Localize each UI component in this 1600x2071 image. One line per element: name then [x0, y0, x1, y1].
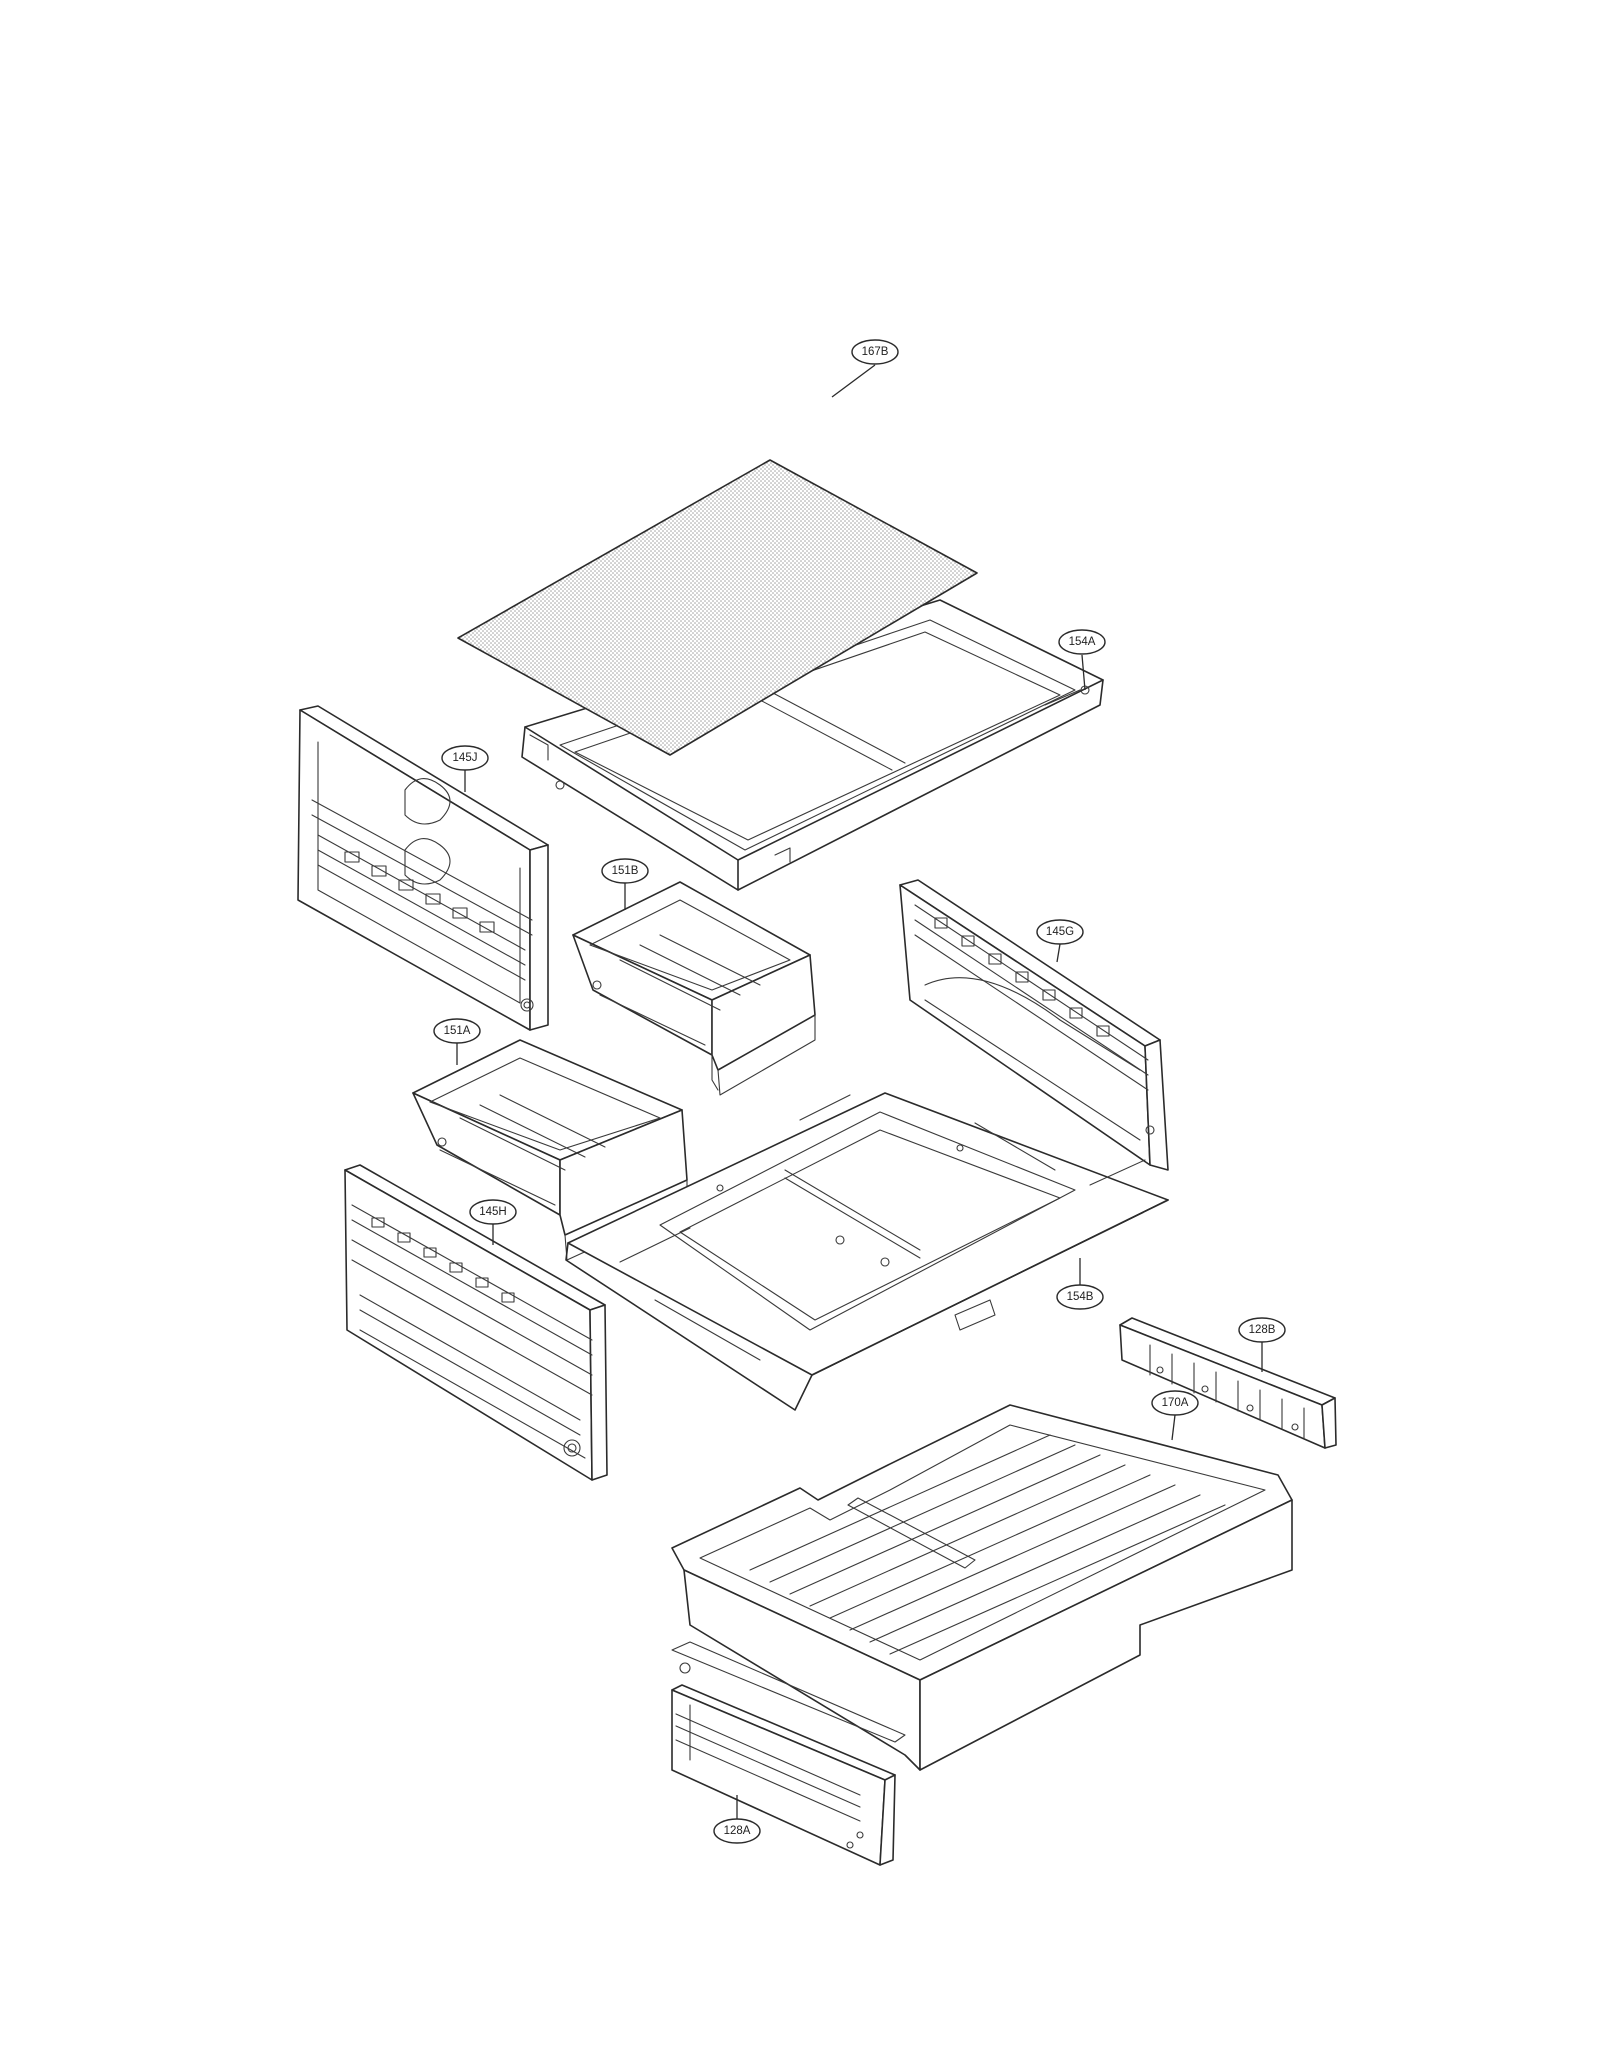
callout-128a: 128A — [713, 1795, 761, 1844]
label-145j: 145J — [453, 752, 478, 764]
callout-170a: 170A — [1151, 1390, 1199, 1441]
label-128b: 128B — [1249, 1324, 1276, 1336]
callout-154a: 154A — [1058, 629, 1106, 691]
label-151a: 151A — [444, 1025, 471, 1037]
cover-145h — [344, 1164, 608, 1481]
callout-151b: 151B — [601, 858, 649, 910]
callout-128b: 128B — [1238, 1317, 1286, 1372]
bin-151b — [572, 881, 816, 1096]
rail-128a — [671, 1641, 906, 1866]
cover-145j — [297, 705, 549, 1031]
rail-128b — [1119, 1317, 1337, 1449]
label-167b: 167B — [862, 346, 889, 358]
tray-170a — [671, 1404, 1293, 1771]
callout-154b: 154B — [1056, 1258, 1104, 1310]
cover-145g — [899, 879, 1169, 1171]
callout-145h: 145H — [469, 1199, 517, 1245]
shelf-frame-154b — [565, 1092, 1169, 1411]
label-170a: 170A — [1162, 1397, 1189, 1409]
label-145h: 145H — [479, 1206, 507, 1218]
callout-145g: 145G — [1036, 919, 1084, 963]
label-145g: 145G — [1046, 926, 1074, 938]
callout-145j: 145J — [441, 745, 489, 792]
callout-167b: 167B — [831, 339, 899, 398]
label-128a: 128A — [724, 1825, 751, 1837]
label-154a: 154A — [1069, 636, 1096, 648]
label-151b: 151B — [612, 865, 639, 877]
bin-151a — [412, 1039, 688, 1261]
label-154b: 154B — [1067, 1291, 1094, 1303]
callout-151a: 151A — [433, 1018, 481, 1065]
glass-shelf-167b — [457, 459, 978, 756]
